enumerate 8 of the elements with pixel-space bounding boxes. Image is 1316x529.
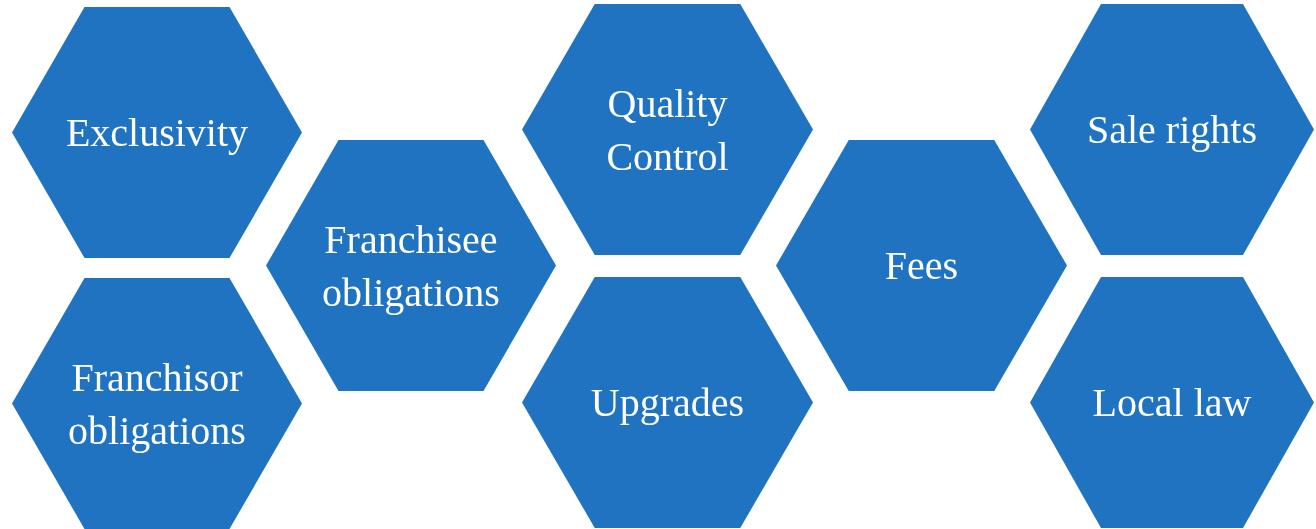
hexagon-label: Upgrades (590, 379, 745, 427)
hexagon-label: Quality Control (605, 79, 730, 181)
hexagon-label: Sale rights (1087, 106, 1257, 154)
hexagon-label: Exclusivity (65, 109, 249, 157)
hexagon-label: Franchisor obligations (67, 353, 247, 455)
hexagon-label: Franchisee obligations (321, 215, 501, 317)
hexagon-label: Local law (1092, 379, 1252, 427)
hexagon-label: Fees (884, 242, 959, 290)
